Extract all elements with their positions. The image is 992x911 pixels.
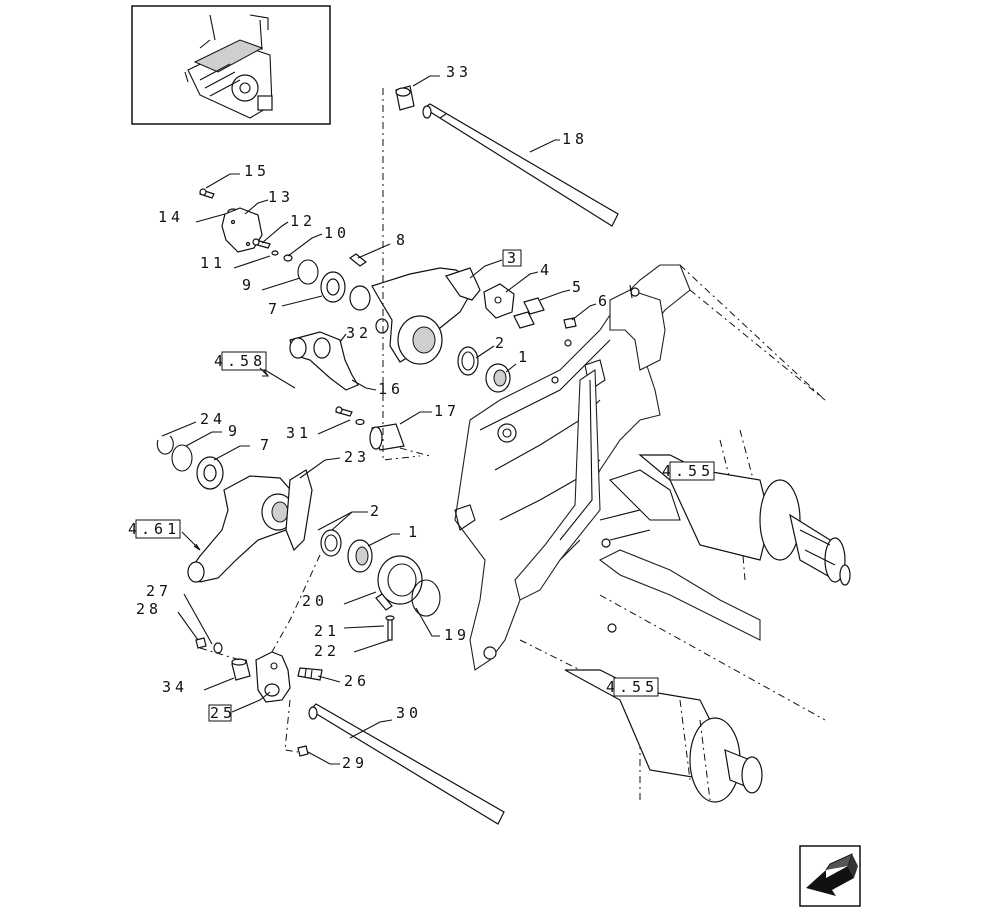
callout-5: 5	[572, 278, 585, 296]
part-31-washer	[355, 418, 365, 426]
callout-labels: 33 18 15 14 13 12 11 10 8 9 7 4 5 6 32 2…	[136, 63, 611, 772]
callout-31: 31	[286, 424, 312, 442]
callout-4: 4	[540, 261, 553, 279]
callout-11: 11	[200, 254, 226, 272]
callout-15: 15	[244, 162, 270, 180]
ref-4-58[interactable]: 4.58	[214, 351, 270, 377]
callout-1-upper: 1	[518, 348, 531, 366]
callout-16: 16	[378, 380, 404, 398]
left-arrow-icon	[806, 853, 858, 896]
part-9-circlip	[297, 259, 319, 285]
callout-32: 32	[346, 324, 372, 342]
lower-axle-stub	[564, 669, 763, 803]
part-29-nut	[297, 745, 309, 757]
part-3-upper-arm	[349, 267, 481, 365]
part-7-bearing-lower	[196, 456, 224, 490]
svg-text:4.58: 4.58	[214, 352, 266, 370]
callout-9-lower: 9	[228, 422, 241, 440]
part-4-clamp	[483, 283, 515, 319]
ref-4-61[interactable]: 4.61	[128, 519, 201, 551]
part-12-screw	[252, 238, 271, 249]
callout-3-box	[502, 249, 522, 267]
part-28-nut	[195, 637, 207, 649]
part-25-bracket	[255, 651, 291, 703]
part-7-bearing	[320, 271, 346, 303]
callout-29: 29	[342, 754, 368, 772]
part-19-ring	[411, 579, 441, 617]
svg-text:4.55: 4.55	[662, 462, 714, 480]
callout-19: 19	[444, 626, 470, 644]
ref-4-55-lower[interactable]: 4.55	[606, 677, 659, 697]
callout-30: 30	[396, 704, 422, 722]
back-arrow-button[interactable]	[799, 845, 861, 907]
part-1-bushing-lower	[347, 539, 373, 573]
callout-14: 14	[158, 208, 184, 226]
part-21-screw	[385, 615, 395, 641]
callout-13: 13	[268, 188, 294, 206]
part-2-seal-upper	[457, 346, 479, 376]
callout-9-upper: 9	[242, 276, 255, 294]
callout-28: 28	[136, 600, 162, 618]
callout-22: 22	[314, 642, 340, 660]
callout-18: 18	[562, 130, 588, 148]
part-13-cover-plate	[221, 207, 263, 253]
upper-axle-stub	[638, 429, 851, 586]
part-16-bolt	[335, 406, 353, 417]
callout-33: 33	[446, 63, 472, 81]
callout-2-lower: 2	[370, 502, 383, 520]
callout-6: 6	[598, 292, 611, 310]
baler-frame	[454, 264, 826, 800]
part-17-bushing	[369, 423, 405, 451]
ref-4-55-upper[interactable]: 4.55	[662, 461, 715, 481]
callout-20: 20	[302, 592, 328, 610]
svg-text:4.55: 4.55	[606, 678, 658, 696]
leader-lines	[161, 75, 597, 765]
part-20-collar	[375, 555, 423, 611]
part-1-bushing-upper	[485, 363, 511, 393]
callout-17: 17	[434, 402, 460, 420]
part-24-circlip	[156, 435, 174, 455]
part-18-shaft	[422, 103, 619, 227]
part-15-screw	[199, 188, 215, 199]
part-2-seal-lower	[320, 529, 342, 557]
callout-23: 23	[344, 448, 370, 466]
part-8-pin	[348, 253, 368, 267]
callout-10: 10	[324, 224, 350, 242]
part-27-washer	[213, 642, 223, 654]
callout-24: 24	[200, 410, 226, 428]
cross-references: 4.58 4.61 4.55 4.55	[128, 351, 715, 697]
callout-1-lower: 1	[408, 523, 421, 541]
part-11-washer	[271, 250, 279, 256]
callout-7-lower: 7	[260, 436, 273, 454]
callout-3: 3	[507, 249, 520, 267]
callout-25: 25	[210, 704, 236, 722]
part-26-bolt	[297, 667, 323, 681]
part-23-lower-arm	[187, 469, 313, 583]
part-9-circlip-lower	[171, 444, 193, 472]
part-6-bolt	[563, 317, 577, 329]
callout-21: 21	[314, 622, 340, 640]
callout-12: 12	[290, 212, 316, 230]
callout-34: 34	[162, 678, 188, 696]
part-34-spacer	[231, 658, 251, 681]
callout-2-upper: 2	[495, 334, 508, 352]
part-5-clips	[513, 297, 545, 329]
part-10-ring	[283, 254, 293, 262]
callout-27: 27	[146, 582, 172, 600]
callout-7-upper: 7	[268, 300, 281, 318]
svg-text:4.61: 4.61	[128, 520, 180, 538]
thumbnail-machine-sketch	[184, 14, 273, 119]
callout-26: 26	[344, 672, 370, 690]
callout-25-box	[208, 704, 232, 722]
callout-8: 8	[396, 231, 409, 249]
part-32-arm	[289, 331, 359, 391]
overview-thumbnail[interactable]	[131, 5, 331, 125]
assembly-axes	[199, 88, 431, 753]
part-33-bushing	[395, 85, 415, 111]
